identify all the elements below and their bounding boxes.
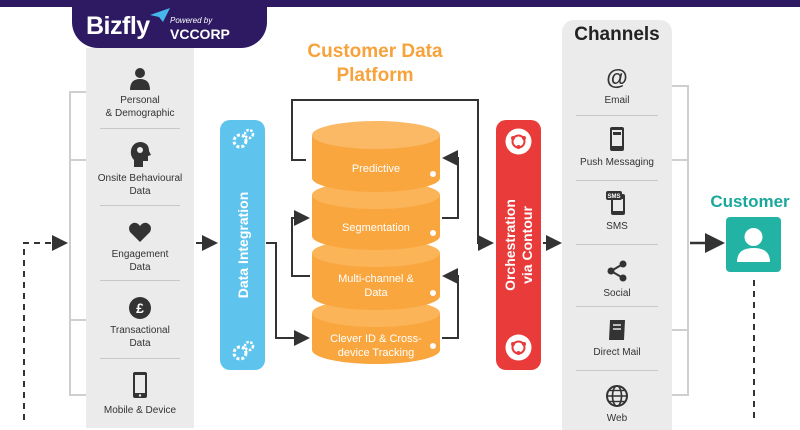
data-integration-label: Data Integration (234, 191, 251, 299)
paper-plane-icon (150, 8, 170, 22)
svg-text:£: £ (136, 300, 144, 316)
logo-tab: Bizfly Powered by VCCORP (72, 0, 267, 48)
orchestration-pill: Orchestration via Contour (496, 120, 541, 370)
gears-icon (232, 340, 255, 361)
pound-coin-icon: £ (129, 297, 151, 319)
globe-icon (606, 385, 628, 407)
direct-mail-icon (609, 320, 625, 340)
source-item-mobile: Mobile & Device (86, 370, 194, 417)
channels-title: Channels (574, 24, 660, 45)
sources-bracket (69, 91, 86, 396)
mobile-phone-icon (133, 372, 147, 398)
channel-item-social: Social (562, 259, 672, 300)
svg-text:@: @ (606, 66, 627, 90)
source-item-transactional: £ Transactional Data (86, 296, 194, 350)
network-icon (505, 334, 532, 361)
data-sources-panel: Personal & Demographic Onsite Behavioura… (86, 48, 194, 428)
at-sign-icon: @ (606, 66, 627, 90)
segmentation-loop-arrow (442, 150, 459, 219)
db-layer-segmentation: Segmentation (342, 222, 410, 234)
cdp-title: Customer Data Platform (307, 41, 443, 86)
gears-icon (232, 128, 255, 149)
db-layer-multichannel: Multi-channel & Data (338, 273, 414, 299)
channels-bracket (672, 85, 689, 396)
orchestration-label: Orchestration via Contour (501, 199, 535, 291)
channel-item-email: @ Email (604, 66, 630, 106)
svg-text:SMS: SMS (607, 194, 620, 200)
channel-item-sms: SMS SMS (562, 190, 672, 233)
customer-box (726, 217, 781, 272)
database-cylinder: Predictive Segmentation Multi-channel & … (312, 118, 440, 368)
multichannel-loop-arrow (291, 210, 310, 277)
share-icon (607, 260, 627, 282)
cleverid-loop-arrow (442, 268, 459, 339)
source-item-engagement: Engagement Data (86, 220, 194, 274)
channel-item-push: Push Messaging (562, 126, 672, 169)
powered-by-text: Powered by (170, 16, 213, 25)
db-layer-predictive: Predictive (351, 163, 401, 175)
push-phone-icon (610, 127, 624, 151)
brand-logo-text: Bizfly (86, 12, 150, 40)
head-gears-icon (130, 142, 151, 167)
predictive-to-orchestration-arrow (291, 99, 494, 251)
integration-to-db-arrow (266, 242, 310, 346)
network-icon (505, 128, 532, 155)
person-icon (130, 68, 150, 90)
source-item-personal: Personal & Demographic (86, 66, 194, 120)
partner-logo-text: VCCORP (170, 26, 230, 42)
data-integration-pill: Data Integration (220, 120, 265, 370)
feedback-dashed-line (23, 235, 68, 420)
channel-item-web: Web (562, 384, 672, 425)
channel-item-direct-mail: Direct Mail (562, 318, 672, 359)
channels-panel (562, 20, 672, 430)
connector-lines (23, 85, 755, 420)
db-layer-clever-id: Clever ID & Cross- device Tracking (330, 333, 422, 359)
heart-icon (129, 222, 151, 242)
channels-list: @ Email Push Messaging SMS SMS Social (562, 0, 672, 424)
source-item-behavioural: Onsite Behavioural Data (86, 140, 194, 198)
customer-user-icon (737, 228, 770, 262)
customer-title: Customer (710, 192, 790, 211)
sms-phone-icon: SMS (606, 191, 625, 215)
top-bar (0, 0, 800, 7)
